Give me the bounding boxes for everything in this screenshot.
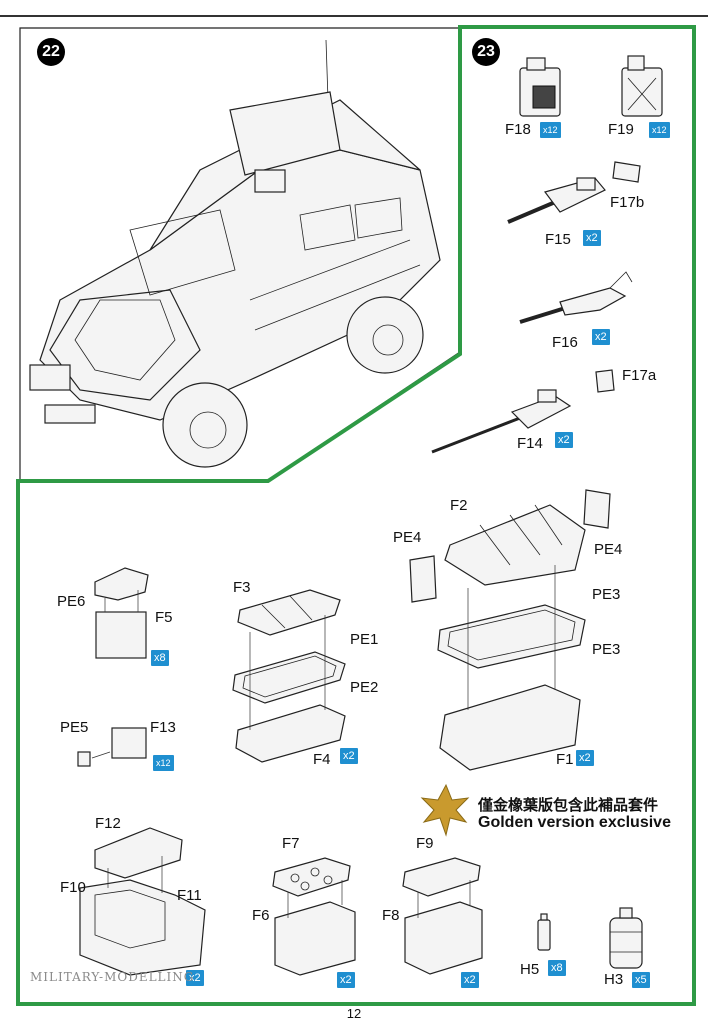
part-label: F19 [608, 121, 634, 138]
quantity-badge: x12 [649, 122, 670, 138]
part-label: PE4 [594, 541, 623, 558]
part-label: PE3 [592, 586, 621, 603]
part-label: F17a [622, 367, 657, 384]
part-label: F6 [252, 907, 270, 924]
part-label: F16 [552, 334, 578, 351]
quantity-badge: x5 [632, 972, 650, 988]
part-label: PE4 [393, 529, 422, 546]
part-label: F2 [450, 497, 468, 514]
box-f3-assembly [232, 589, 346, 763]
part-label: PE5 [60, 719, 89, 736]
part-label: H5 [520, 961, 540, 978]
part-label: F8 [382, 907, 400, 924]
water-jug-h3 [609, 907, 643, 969]
jerrycan-f18 [519, 57, 561, 117]
golden-version-note-english: Golden version exclusive [478, 814, 671, 831]
part-label: F9 [416, 835, 434, 852]
part-label: F11 [177, 887, 202, 904]
part-label: F15 [545, 231, 571, 248]
quantity-badge: x12 [540, 122, 561, 138]
ammo-can-f5 [94, 567, 149, 659]
machine-gun-f15 [507, 161, 641, 224]
jerrycan-f19 [621, 55, 663, 117]
golden-version-note-chinese: 僅金橡葉版包含此補品套件 [478, 797, 659, 814]
part-label: F3 [233, 579, 251, 596]
machine-gun-f16 [519, 271, 633, 324]
part-label: F17b [610, 194, 645, 211]
mrap-vehicle-drawing [29, 39, 441, 468]
quantity-badge: x8 [151, 650, 169, 666]
quantity-badge: x2 [583, 230, 601, 246]
container-f10-assembly [79, 827, 206, 976]
part-label: PE6 [57, 593, 86, 610]
part-label: F10 [60, 879, 86, 896]
part-label: F5 [155, 609, 173, 626]
part-label: F4 [313, 751, 331, 768]
part-label: F14 [517, 435, 543, 452]
watermark: MILITARY-MODELLING [30, 970, 195, 984]
bottle-h5 [537, 913, 551, 951]
part-label: F1 [556, 751, 574, 768]
golden-oak-leaf-icon [420, 783, 470, 837]
step-number: 22 [37, 38, 65, 66]
quantity-badge: x2 [461, 972, 479, 988]
cooler-f6-assembly [272, 857, 356, 976]
part-label: F18 [505, 121, 531, 138]
quantity-badge: x2 [340, 748, 358, 764]
quantity-badge: x2 [337, 972, 355, 988]
cooler-f8-assembly [402, 857, 483, 975]
step-23-frame [16, 25, 696, 1006]
part-label: F13 [150, 719, 176, 736]
part-label: PE2 [350, 679, 379, 696]
part-label: F7 [282, 835, 300, 852]
part-label: F12 [95, 815, 121, 832]
small-box-f13 [77, 727, 147, 767]
part-label: PE1 [350, 631, 379, 648]
quantity-badge: x8 [548, 960, 566, 976]
quantity-badge: x12 [153, 755, 174, 771]
step-number: 23 [472, 38, 500, 66]
quantity-badge: x2 [555, 432, 573, 448]
part-label: PE3 [592, 641, 621, 658]
box-f2-assembly [409, 489, 611, 771]
machine-gun-f14 [431, 369, 615, 454]
part-label: H3 [604, 971, 624, 988]
quantity-badge: x2 [576, 750, 594, 766]
top-rule [0, 15, 708, 17]
quantity-badge: x2 [186, 970, 204, 986]
quantity-badge: x2 [592, 329, 610, 345]
page-number: 12 [346, 1006, 362, 1021]
